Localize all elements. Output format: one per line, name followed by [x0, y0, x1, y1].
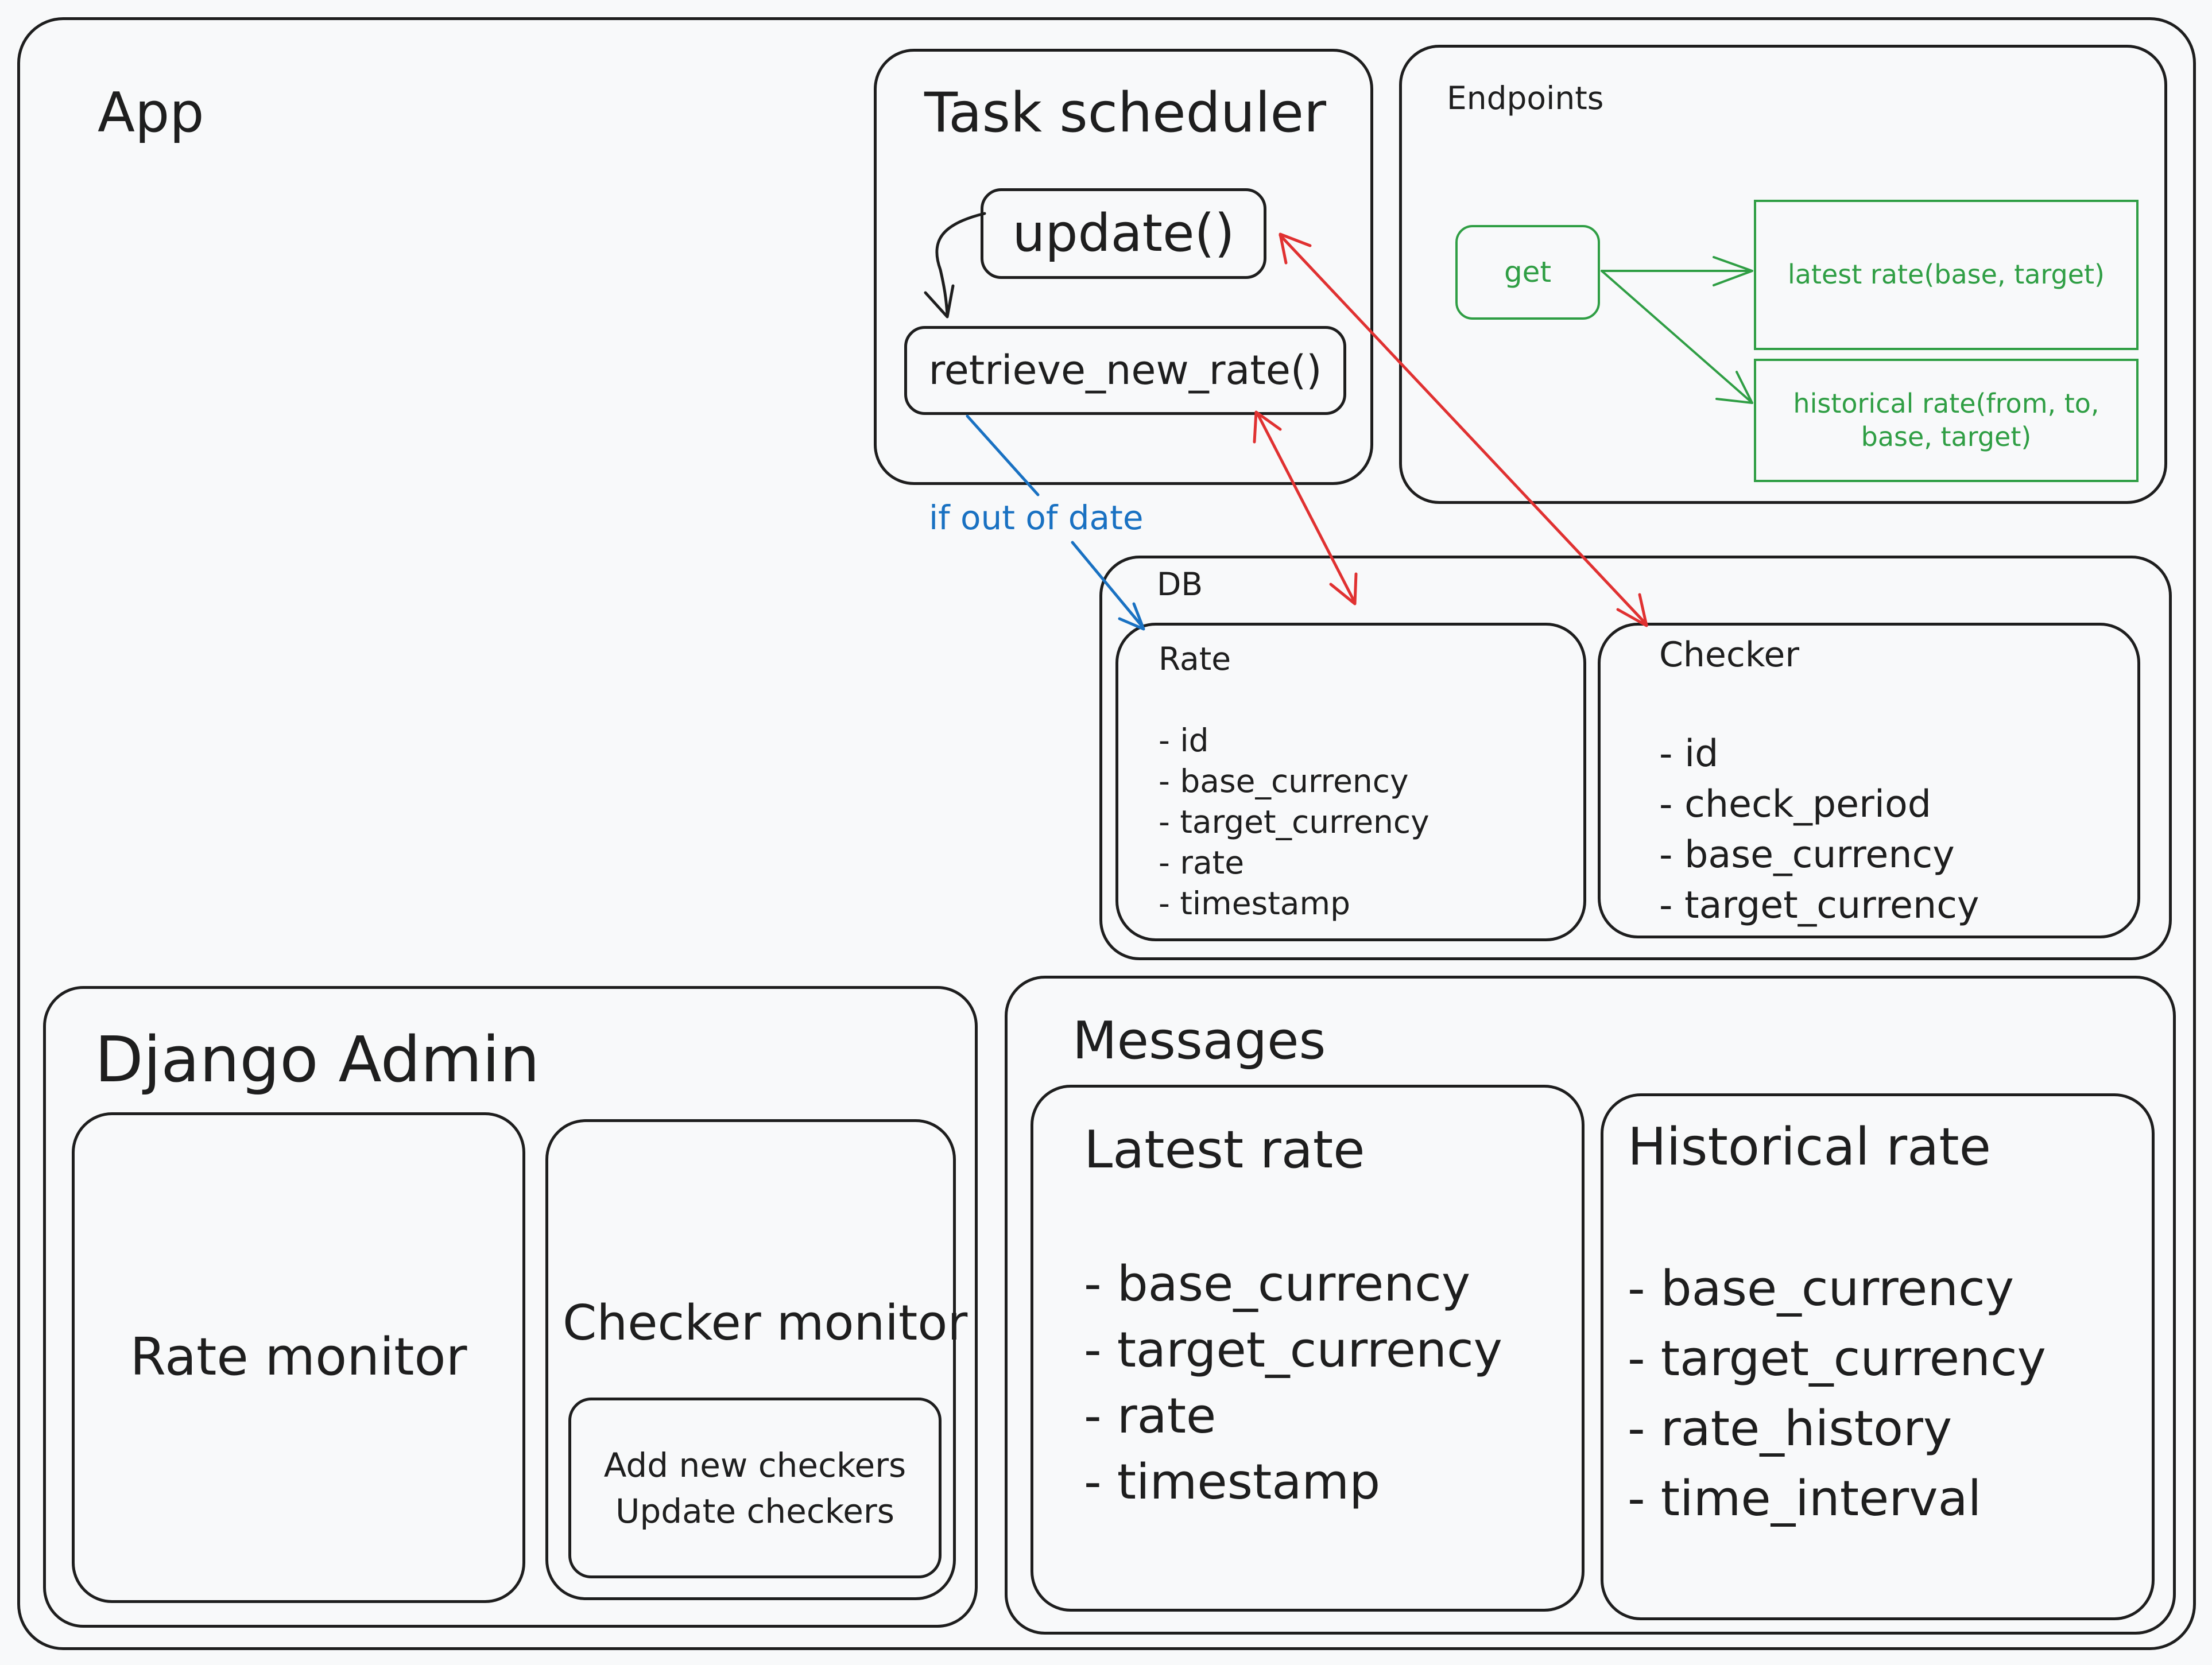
latest-rate-message-box [1031, 1085, 1585, 1612]
update-function-box: update() [981, 188, 1266, 279]
messages-box [1005, 976, 2176, 1635]
checker-table-box [1598, 623, 2140, 938]
django-admin-title: Django Admin [95, 1023, 540, 1096]
task-scheduler-title: Task scheduler [924, 81, 1327, 145]
app-container [17, 17, 2196, 1650]
latest-rate-endpoint: latest rate(base, target) [1754, 200, 2139, 350]
django-admin-box [43, 986, 978, 1628]
checker-monitor-title: Checker monitor [563, 1295, 968, 1352]
if-out-of-date-label: if out of date [929, 498, 1144, 537]
endpoints-title: Endpoints [1447, 80, 1604, 117]
retrieve-new-rate-box: retrieve_new_rate() [904, 326, 1346, 415]
db-title: DB [1157, 566, 1203, 603]
latest-rate-message-title: Latest rate [1084, 1120, 1365, 1180]
historical-rate-message-box [1601, 1093, 2155, 1620]
checker-table-fields: - id - check_period - base_currency - ta… [1659, 732, 1979, 927]
historical-rate-message-fields: - base_currency - target_currency - rate… [1628, 1260, 2046, 1527]
latest-rate-message-fields: - base_currency - target_currency - rate… [1084, 1256, 1502, 1511]
checker-table-title: Checker [1659, 635, 1800, 675]
checker-monitor-box [545, 1119, 956, 1600]
rate-table-title: Rate [1159, 641, 1231, 677]
rate-table-fields: - id - base_currency - target_currency -… [1159, 722, 1430, 922]
get-endpoint-box: get [1455, 225, 1600, 320]
rate-monitor-box: Rate monitor [72, 1112, 525, 1603]
messages-title: Messages [1072, 1011, 1326, 1071]
historical-rate-message-title: Historical rate [1628, 1117, 1991, 1177]
checker-actions-box: Add new checkers Update checkers [568, 1398, 942, 1578]
historical-rate-endpoint: historical rate(from, to, base, target) [1754, 359, 2139, 482]
app-title: App [98, 81, 204, 145]
